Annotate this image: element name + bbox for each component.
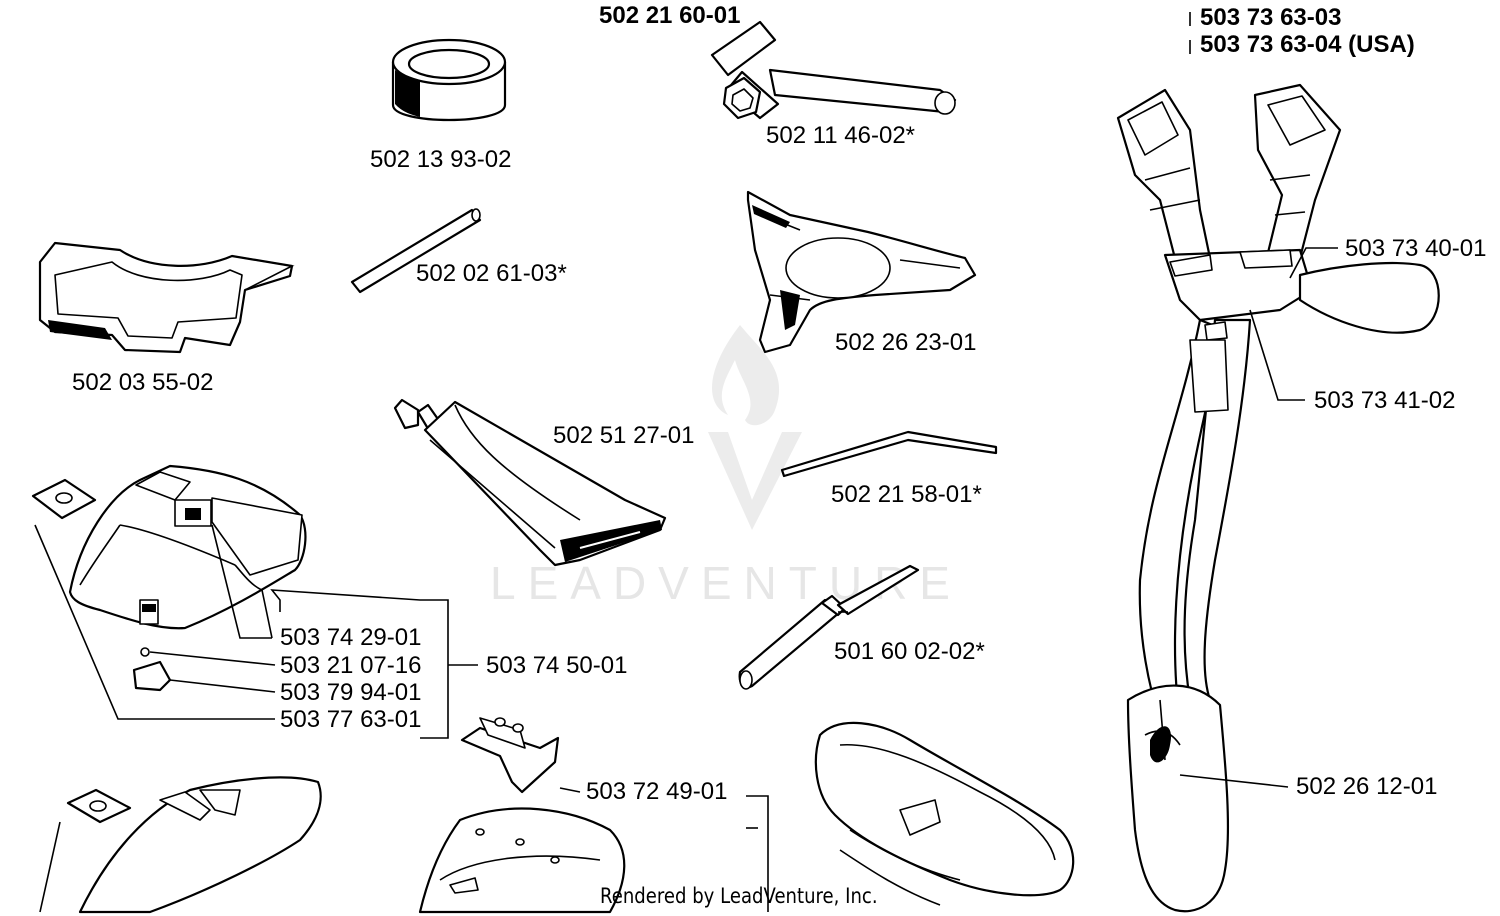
part-label-screw: 503 21 07-16 xyxy=(280,652,422,679)
part-label-shield-bracket: 502 03 55-02 xyxy=(72,369,214,396)
plate-illustration xyxy=(31,478,97,520)
part-label-guard-bracket: 503 72 49-01 xyxy=(586,778,728,805)
part-label-blade: 502 26 23-01 xyxy=(835,329,977,356)
part-label-plate: 503 77 63-01 xyxy=(280,706,422,733)
leader-lines xyxy=(34,12,1338,913)
lower-guard-illustration xyxy=(66,776,322,914)
screw-clamp-illustration xyxy=(132,647,172,692)
part-label-hip-pad: 502 26 12-01 xyxy=(1296,773,1438,800)
grease-tube-illustration xyxy=(393,398,667,567)
hex-key-illustration xyxy=(780,430,998,478)
bushing-illustration xyxy=(391,38,507,122)
rod-illustration xyxy=(350,208,482,294)
lower-guard-2-illustration xyxy=(418,807,626,914)
part-label-wrench: 502 11 46-02* xyxy=(766,122,916,149)
part-label-rod: 502 02 61-03* xyxy=(416,260,567,287)
part-label-harness-pad: 503 73 41-02 xyxy=(1314,387,1456,414)
harness-number-label-2: 503 73 63-04 (USA) xyxy=(1200,31,1415,58)
shield-bracket-illustration xyxy=(38,241,295,354)
part-label-harness-buckle: 503 73 40-01 xyxy=(1345,235,1487,262)
part-label-grease: 502 51 27-01 xyxy=(553,422,695,449)
part-label-file: 501 60 02-02* xyxy=(834,638,985,665)
wrench-illustration xyxy=(710,20,957,120)
harness-number-label-1: 503 73 63-03 xyxy=(1200,4,1342,31)
kit-number-label: 502 21 60-01 xyxy=(599,2,741,29)
watermark-text: LEADVENTURE xyxy=(490,557,962,609)
file-illustration xyxy=(738,564,920,690)
harness-illustration xyxy=(1116,83,1440,913)
part-label-bushing: 502 13 93-02 xyxy=(370,146,512,173)
part-label-clamp: 503 79 94-01 xyxy=(280,679,422,706)
part-label-hex-key: 502 21 58-01* xyxy=(831,481,982,508)
blade-illustration xyxy=(746,190,977,354)
guard-illustration xyxy=(68,464,307,630)
part-label-guard-kit: 503 74 50-01 xyxy=(486,652,628,679)
part-label-guard-decal: 503 74 29-01 xyxy=(280,624,422,651)
footer-credit: Rendered by LeadVenture, Inc. xyxy=(600,884,878,908)
hip-belt-illustration xyxy=(814,721,1075,906)
guard-bracket-illustration xyxy=(460,717,560,794)
